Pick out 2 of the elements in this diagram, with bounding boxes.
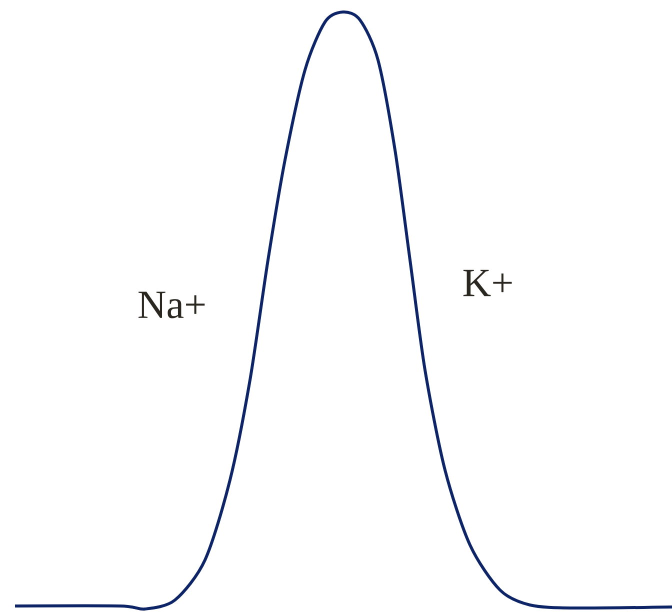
ion-label: Na+: [138, 292, 205, 318]
ion-label: K+: [463, 270, 512, 296]
